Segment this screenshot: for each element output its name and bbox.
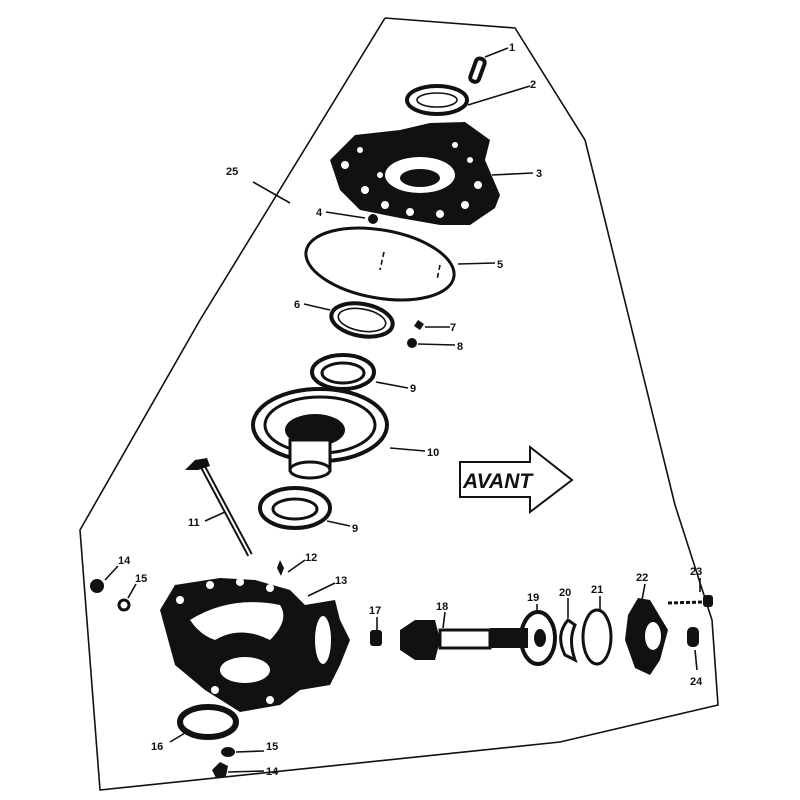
part-13-housing bbox=[160, 578, 350, 712]
part-7-screw bbox=[414, 320, 424, 330]
label-8: 8 bbox=[457, 341, 463, 353]
part-3-cover bbox=[330, 122, 500, 225]
part-22-flange bbox=[625, 598, 668, 675]
part-23-bolt bbox=[667, 595, 713, 607]
label-2: 2 bbox=[530, 79, 536, 91]
label-25: 25 bbox=[226, 166, 238, 178]
part-14-plug-upper bbox=[90, 579, 104, 593]
part-9-bearing-lower bbox=[258, 486, 332, 530]
label-19: 19 bbox=[527, 592, 539, 604]
label-1: 1 bbox=[509, 42, 515, 54]
part-18-pinion-shaft bbox=[400, 620, 528, 660]
label-12: 12 bbox=[305, 552, 317, 564]
assembly-outline bbox=[79, 17, 719, 791]
leader-lines bbox=[104, 47, 701, 773]
part-2-seal bbox=[405, 84, 469, 116]
part-16-seal bbox=[177, 704, 239, 740]
label-24: 24 bbox=[690, 676, 703, 688]
avant-label: AVANT bbox=[462, 470, 534, 493]
part-21-o-ring bbox=[581, 608, 613, 666]
label-16: 16 bbox=[151, 741, 163, 753]
part-24-nut bbox=[687, 627, 699, 647]
part-5-o-ring bbox=[304, 226, 456, 302]
label-3: 3 bbox=[536, 168, 542, 180]
label-21: 21 bbox=[591, 584, 603, 596]
label-14-lower: 14 bbox=[266, 766, 279, 778]
label-5: 5 bbox=[497, 259, 503, 271]
part-17-bushing bbox=[370, 630, 382, 646]
label-23: 23 bbox=[690, 566, 702, 578]
label-9-upper: 9 bbox=[410, 383, 416, 395]
part-1-pin bbox=[468, 56, 487, 84]
label-15-lower: 15 bbox=[266, 741, 278, 753]
part-15-washer-lower bbox=[221, 747, 235, 757]
part-12-pin bbox=[277, 560, 284, 576]
part-labels: 1 2 3 25 4 5 6 7 8 9 10 11 9 12 13 14 15… bbox=[118, 42, 703, 778]
label-11: 11 bbox=[188, 517, 200, 529]
label-14-upper: 14 bbox=[118, 555, 131, 567]
label-17: 17 bbox=[369, 605, 381, 617]
label-6: 6 bbox=[294, 299, 300, 311]
part-19-bearing bbox=[519, 610, 557, 666]
label-15-upper: 15 bbox=[135, 573, 147, 585]
label-22: 22 bbox=[636, 572, 648, 584]
part-10-crown-gear bbox=[251, 387, 389, 480]
label-13: 13 bbox=[335, 575, 347, 587]
part-8-washer bbox=[407, 338, 417, 348]
avant-direction-arrow: AVANT bbox=[459, 444, 574, 515]
label-7: 7 bbox=[450, 322, 456, 334]
part-20-circlip bbox=[559, 617, 578, 663]
part-15-washer-upper bbox=[117, 598, 131, 612]
label-10: 10 bbox=[427, 447, 439, 459]
part-4-plug bbox=[368, 214, 378, 224]
label-18: 18 bbox=[436, 601, 448, 613]
label-4: 4 bbox=[316, 207, 323, 219]
label-20: 20 bbox=[559, 587, 571, 599]
part-14-plug-lower bbox=[212, 762, 228, 778]
part-9-bearing-upper bbox=[310, 353, 376, 391]
part-6-shim bbox=[329, 301, 395, 339]
label-9-lower: 9 bbox=[352, 523, 358, 535]
part-11-dipstick bbox=[185, 458, 253, 557]
